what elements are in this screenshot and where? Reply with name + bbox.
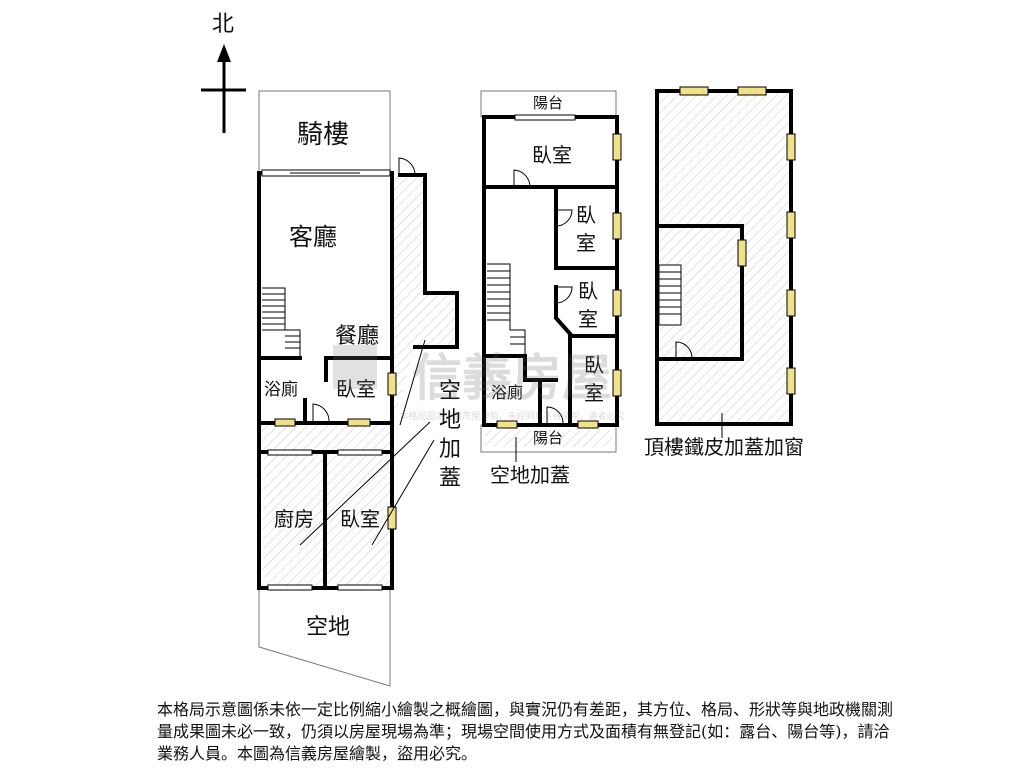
- bedroom-2-label-a: 臥: [576, 203, 596, 227]
- balcony-front-label: 陽台: [533, 94, 563, 112]
- bedroom-3-label-a: 臥: [578, 279, 598, 303]
- living-room-label: 客廳: [289, 223, 337, 251]
- bedroom-1-label: 臥室: [532, 143, 572, 167]
- bedroom-4-label-b: 室: [584, 381, 604, 405]
- bedroom-mid-label: 臥室: [336, 377, 376, 401]
- window-icon: [679, 86, 796, 395]
- door-arc-icon: [513, 169, 573, 424]
- door-arc-icon: [398, 157, 416, 176]
- stairs-icon: [262, 287, 301, 356]
- watermark-brand: 信義房屋: [412, 349, 612, 407]
- svg-text:地: 地: [439, 408, 461, 433]
- svg-text:蓋: 蓋: [439, 466, 461, 491]
- ground-floor: 騎樓 客廳 餐廳 浴廁 臥室 廚房 臥室 空地 空 地 加 蓋: [257, 90, 461, 687]
- svg-text:加: 加: [439, 437, 461, 462]
- balcony-rear-label: 陽台: [533, 429, 563, 447]
- arcade-label: 騎樓: [297, 120, 349, 150]
- side-addition-label: 空 地 加 蓋: [439, 379, 461, 491]
- watermark: 信義房屋 本格局圖為信義房屋繪製，未經同意不得使用，違者必究: [333, 345, 625, 422]
- front-door-icon: [261, 169, 391, 177]
- side-addition-hatch: [392, 175, 457, 428]
- stairs-icon: [658, 264, 693, 360]
- second-floor: 陽台 臥室 臥 室 臥 室 浴廁 臥 室 陽台 空地加蓋: [480, 90, 622, 487]
- window-icon: [274, 372, 397, 530]
- bedroom-2-label-b: 室: [576, 231, 596, 255]
- bedroom-4-label-a: 臥: [584, 353, 604, 377]
- bathroom-label: 浴廁: [264, 379, 298, 400]
- svg-text:空: 空: [439, 379, 461, 404]
- bedroom-3-label-b: 室: [578, 307, 598, 331]
- second-floor-caption: 空地加蓋: [490, 463, 570, 487]
- watermark-fine-print: 本格局圖為信義房屋繪製，未經同意不得使用，違者必究: [399, 410, 624, 422]
- roof-floor: 頂樓鐵皮加蓋加窗: [644, 86, 804, 459]
- kitchen-label: 廚房: [274, 507, 314, 531]
- roof-caption: 頂樓鐵皮加蓋加窗: [644, 435, 804, 459]
- rear-open-space-label: 空地: [306, 615, 350, 640]
- stairs-icon: [487, 263, 526, 356]
- bathroom-2f-label: 浴廁: [491, 383, 523, 402]
- north-label: 北: [212, 12, 234, 37]
- disclaimer-text: 本格局示意圖係未依一定比例縮小繪製之概繪圖，與實況仍有差距，其方位、格局、形狀等…: [157, 700, 894, 763]
- bedroom-rear-label: 臥室: [340, 507, 380, 531]
- north-arrow-icon: 北: [201, 12, 246, 133]
- dining-room-label: 餐廳: [335, 324, 379, 349]
- window-icon: [496, 133, 622, 429]
